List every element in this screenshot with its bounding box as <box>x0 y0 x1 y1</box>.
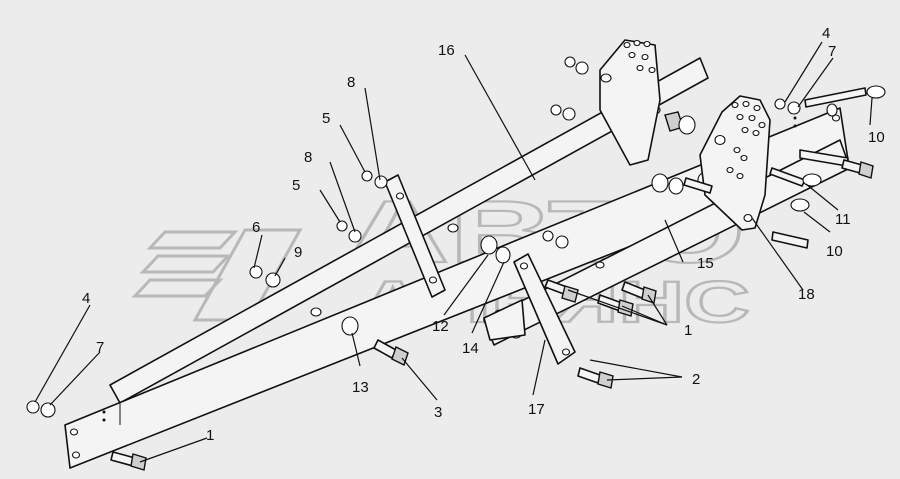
callout-5: 5 <box>322 110 330 127</box>
beam-hole <box>310 307 322 317</box>
callout-6: 6 <box>252 219 260 236</box>
callout-15: 15 <box>697 255 714 272</box>
callout-11: 11 <box>835 211 851 228</box>
callouts: 4 7 1 6 9 5 5 8 8 16 12 14 13 3 17 15 18… <box>82 25 885 444</box>
callout-12: 12 <box>432 318 449 335</box>
leader-lines <box>34 41 873 463</box>
callout-2: 2 <box>692 371 700 388</box>
callout-10: 10 <box>826 243 843 260</box>
mounting-plate-17 <box>483 253 576 365</box>
callout-7: 7 <box>96 339 104 356</box>
nuts-and-washers <box>26 56 801 418</box>
callout-16: 16 <box>438 42 455 59</box>
callout-14: 14 <box>462 340 479 357</box>
callout-9: 9 <box>294 244 302 261</box>
callout-5: 5 <box>292 177 300 194</box>
callout-8: 8 <box>347 74 355 91</box>
bracket-left <box>384 174 446 298</box>
callout-17: 17 <box>528 401 545 418</box>
callout-1: 1 <box>206 427 214 444</box>
callout-10: 10 <box>868 129 885 146</box>
beam-hole <box>447 223 459 233</box>
callout-13: 13 <box>352 379 369 396</box>
pins <box>769 85 886 249</box>
callout-8: 8 <box>304 149 312 166</box>
callout-18: 18 <box>798 286 815 303</box>
callout-4: 4 <box>82 290 90 307</box>
bracket-upper <box>599 39 661 166</box>
mounting-plate-right <box>699 95 771 231</box>
callout-4: 4 <box>822 25 830 42</box>
callout-1: 1 <box>684 322 692 339</box>
callout-7: 7 <box>828 43 836 60</box>
callout-3: 3 <box>434 404 442 421</box>
